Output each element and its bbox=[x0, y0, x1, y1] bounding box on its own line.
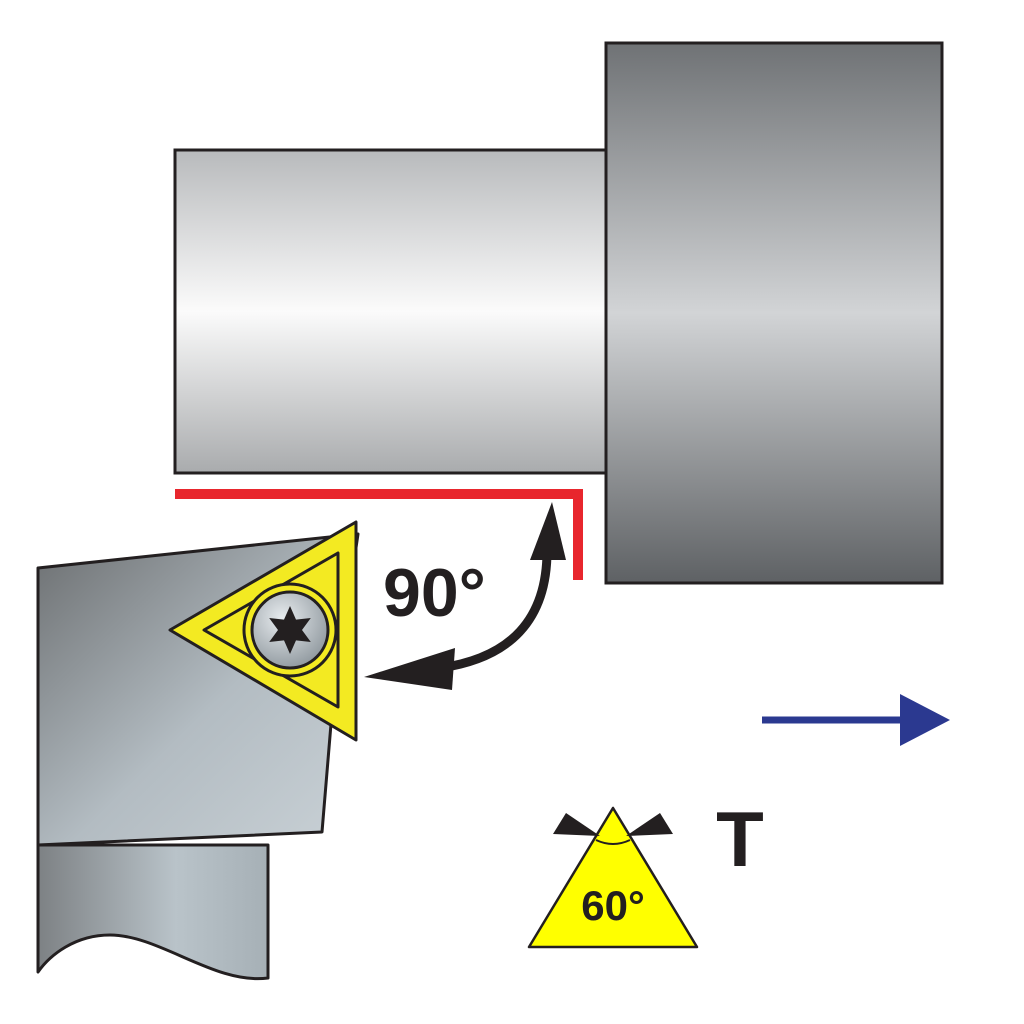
right-angle-pointer-icon bbox=[626, 813, 673, 836]
torx-star bbox=[269, 606, 311, 654]
chuck-body bbox=[604, 41, 944, 585]
angle-indicator: 90° bbox=[364, 502, 566, 690]
feed-direction-arrow-icon bbox=[762, 694, 950, 746]
workpiece bbox=[173, 41, 944, 585]
cut-path-line bbox=[175, 489, 583, 580]
angle-arc bbox=[439, 547, 552, 673]
insert-shape-letter: T bbox=[716, 795, 764, 883]
shape-triangle bbox=[527, 806, 699, 949]
angle-arrowhead-left bbox=[364, 648, 455, 690]
triangular-insert bbox=[168, 520, 358, 742]
insert-angle-label: 60° bbox=[581, 882, 645, 929]
holder-shank bbox=[36, 843, 270, 981]
angle-arrowhead-up bbox=[530, 502, 566, 560]
angle-label: 90° bbox=[383, 555, 486, 631]
shape-angle-arc bbox=[595, 839, 631, 845]
workpiece-shaft bbox=[173, 148, 608, 475]
insert-shape-badge: 60° T bbox=[527, 795, 764, 949]
left-angle-pointer-icon bbox=[553, 813, 600, 836]
torx-screw-icon bbox=[250, 590, 330, 670]
